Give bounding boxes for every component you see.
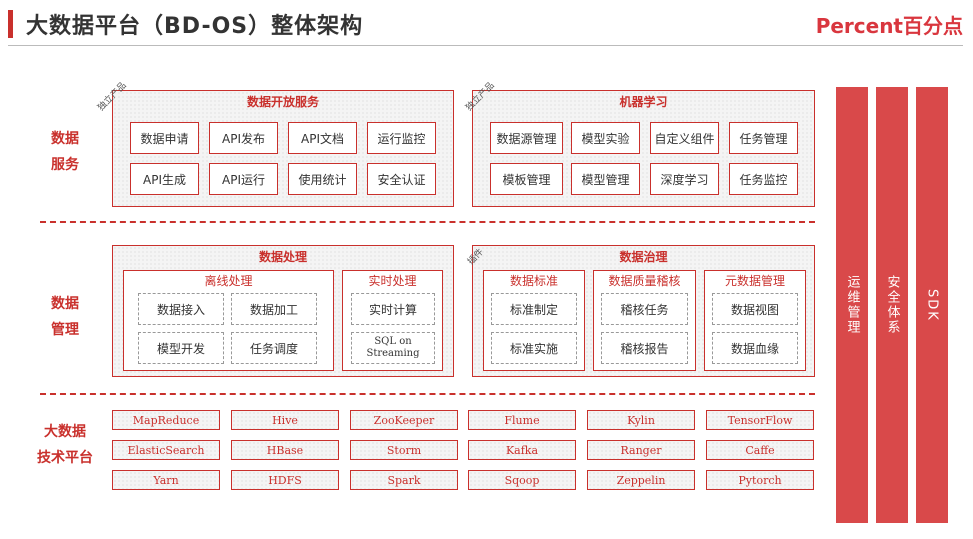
row-label-data-service: 数据 服务	[35, 126, 95, 178]
tech-item-caffe[interactable]: Caffe	[706, 440, 814, 460]
page-title: 大数据平台（BD-OS）整体架构	[26, 14, 364, 39]
ml-item[interactable]: 深度学习	[650, 163, 719, 195]
ml-item[interactable]: 模板管理	[490, 163, 563, 195]
ml-item[interactable]: 数据源管理	[490, 122, 563, 154]
tech-item-kafka[interactable]: Kafka	[468, 440, 576, 460]
realtime-item[interactable]: SQL on Streaming	[351, 332, 435, 364]
ml-item[interactable]: 模型管理	[571, 163, 640, 195]
panel-title: 数据开放服务	[246, 95, 319, 109]
subpanel-title: 数据质量稽核	[608, 274, 681, 288]
tech-item-hive[interactable]: Hive	[231, 410, 339, 430]
row-label-line: 大数据	[44, 424, 86, 440]
tech-item-hdfs[interactable]: HDFS	[231, 470, 339, 490]
offline-processing-group: 离线处理 数据接入 数据加工 模型开发 任务调度	[123, 270, 334, 371]
row-label-data-management: 数据 管理	[35, 291, 95, 343]
panel-title: 数据治理	[619, 250, 668, 264]
service-item[interactable]: API发布	[209, 122, 278, 154]
realtime-item[interactable]: 实时计算	[351, 293, 435, 325]
tech-item-storm[interactable]: Storm	[350, 440, 458, 460]
metadata-item[interactable]: 数据血缘	[712, 332, 798, 364]
row-label-line: 数据	[51, 131, 79, 147]
bar-label: 安全体系	[884, 275, 900, 335]
subpanel-title: 数据标准	[509, 274, 558, 288]
service-item[interactable]: API生成	[130, 163, 199, 195]
service-item[interactable]: 安全认证	[367, 163, 436, 195]
tech-item-mapreduce[interactable]: MapReduce	[112, 410, 220, 430]
tech-item-yarn[interactable]: Yarn	[112, 470, 220, 490]
data-quality-group: 数据质量稽核 稽核任务 稽核报告	[593, 270, 696, 371]
security-system-bar[interactable]: 安全体系	[876, 87, 908, 523]
subpanel-title: 元数据管理	[724, 274, 785, 288]
service-item[interactable]: 数据申请	[130, 122, 199, 154]
tech-item-zeppelin[interactable]: Zeppelin	[587, 470, 695, 490]
ml-item[interactable]: 自定义组件	[650, 122, 719, 154]
brand-logo: Percent百分点	[815, 14, 963, 38]
realtime-processing-group: 实时处理 实时计算 SQL on Streaming	[342, 270, 443, 371]
data-standard-group: 数据标准 标准制定 标准实施	[483, 270, 585, 371]
data-governance-panel: 数据治理 数据标准 标准制定 标准实施 数据质量稽核 稽核任务 稽核报告 元数据…	[472, 245, 815, 377]
data-processing-panel: 数据处理 离线处理 数据接入 数据加工 模型开发 任务调度 实时处理 实时计算 …	[112, 245, 454, 377]
quality-item[interactable]: 稽核报告	[601, 332, 688, 364]
quality-item[interactable]: 稽核任务	[601, 293, 688, 325]
standard-item[interactable]: 标准制定	[491, 293, 577, 325]
ops-management-bar[interactable]: 运维管理	[836, 87, 868, 523]
row-label-line: 技术平台	[37, 450, 93, 466]
metadata-item[interactable]: 数据视图	[712, 293, 798, 325]
tech-item-flume[interactable]: Flume	[468, 410, 576, 430]
tech-item-pytorch[interactable]: Pytorch	[706, 470, 814, 490]
title-divider	[8, 45, 963, 46]
tech-item-hbase[interactable]: HBase	[231, 440, 339, 460]
tech-item-sqoop[interactable]: Sqoop	[468, 470, 576, 490]
panel-title: 数据处理	[258, 250, 307, 264]
ml-item[interactable]: 任务管理	[729, 122, 798, 154]
tech-item-ranger[interactable]: Ranger	[587, 440, 695, 460]
offline-item[interactable]: 模型开发	[138, 332, 224, 364]
service-item[interactable]: 运行监控	[367, 122, 436, 154]
tech-item-spark[interactable]: Spark	[350, 470, 458, 490]
bar-label: 运维管理	[844, 275, 860, 335]
row-separator	[40, 393, 815, 395]
row-separator	[40, 221, 815, 223]
machine-learning-panel: 机器学习 数据源管理 模型实验 自定义组件 任务管理 模板管理 模型管理 深度学…	[472, 90, 815, 207]
row-label-tech-platform: 大数据 技术平台	[35, 419, 95, 471]
service-item[interactable]: 使用统计	[288, 163, 357, 195]
standard-item[interactable]: 标准实施	[491, 332, 577, 364]
offline-item[interactable]: 任务调度	[231, 332, 317, 364]
tech-item-kylin[interactable]: Kylin	[587, 410, 695, 430]
row-label-line: 服务	[51, 157, 79, 173]
data-open-service-panel: 数据开放服务 数据申请 API发布 API文档 运行监控 API生成 API运行…	[112, 90, 454, 207]
service-item[interactable]: API运行	[209, 163, 278, 195]
service-item[interactable]: API文档	[288, 122, 357, 154]
tech-item-tensorflow[interactable]: TensorFlow	[706, 410, 814, 430]
ml-item[interactable]: 模型实验	[571, 122, 640, 154]
subpanel-title: 实时处理	[368, 274, 417, 288]
tech-item-elasticsearch[interactable]: ElasticSearch	[112, 440, 220, 460]
tech-item-zookeeper[interactable]: ZooKeeper	[350, 410, 458, 430]
metadata-management-group: 元数据管理 数据视图 数据血缘	[704, 270, 806, 371]
offline-item[interactable]: 数据加工	[231, 293, 317, 325]
bar-label: SDK	[924, 288, 940, 322]
panel-title: 机器学习	[619, 95, 668, 109]
row-label-line: 数据	[51, 296, 79, 312]
row-label-line: 管理	[51, 322, 79, 338]
sdk-bar[interactable]: SDK	[916, 87, 948, 523]
subpanel-title: 离线处理	[204, 274, 253, 288]
ml-item[interactable]: 任务监控	[729, 163, 798, 195]
offline-item[interactable]: 数据接入	[138, 293, 224, 325]
title-accent-bar	[8, 10, 13, 38]
